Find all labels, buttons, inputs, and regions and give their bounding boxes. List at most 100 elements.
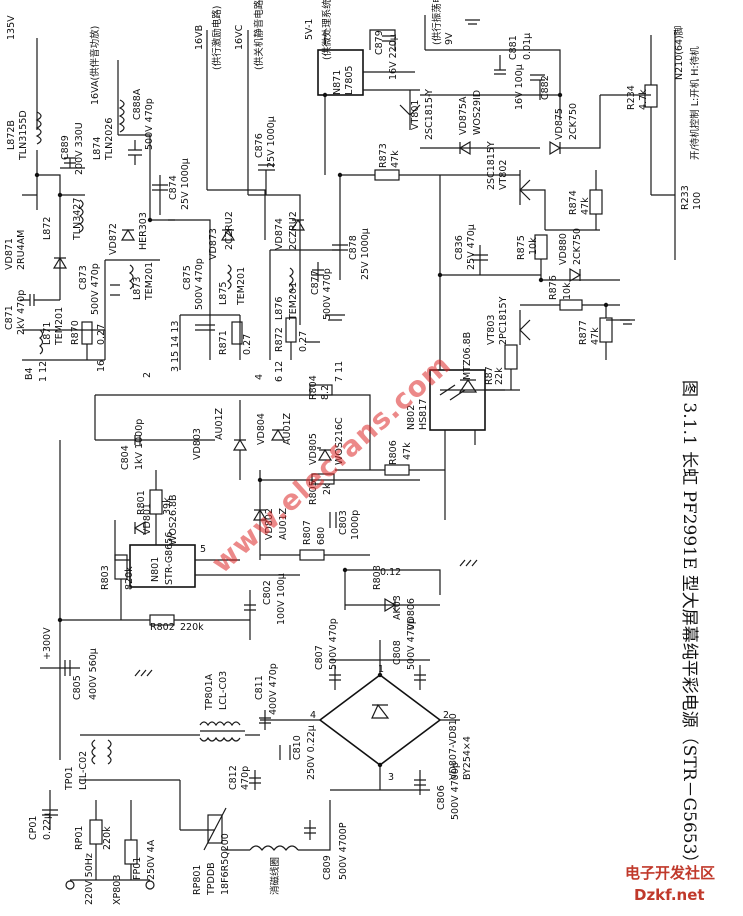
label-16va: 16VA(供伴音功放) [89, 26, 101, 105]
label-vd874: VD874 [274, 218, 285, 250]
label-c805: C805 [72, 675, 83, 700]
label-c811: C811 [254, 675, 265, 700]
label-r876: R876 [548, 275, 559, 300]
label-vd801-type: WOS26.8B [168, 494, 179, 545]
label-r233-val: 100 [692, 192, 703, 210]
label-vd880-type: 2CK750 [572, 228, 583, 265]
label-vd871-type: 2RU4AM [16, 230, 27, 270]
label-vd880: VD880 [558, 233, 569, 265]
label-r801-val: 39k [162, 497, 173, 515]
label-vd806: VD806 [406, 598, 417, 630]
label-c805-val: 400V 560μ [88, 648, 99, 700]
label-c874-val: 25V 1000μ [180, 158, 191, 210]
component-labels: 135V L872B TLN3155D C889 200V 330U L872 … [4, 0, 703, 905]
label-r808-val: 0.12 [380, 567, 401, 578]
label-vd806-type: AK03 [392, 595, 403, 620]
label-vd873: VD873 [208, 228, 219, 260]
label-c878: C878 [348, 235, 359, 260]
label-vd804-type: AU01Z [282, 412, 293, 445]
controller-n801-box [129, 544, 196, 588]
label-16vb: 16VB [194, 25, 205, 50]
label-c803: C803 [338, 510, 349, 535]
label-9v-note: (供行振荡电路) [431, 0, 443, 45]
label-c874: C874 [168, 175, 179, 200]
label-r873: R873 [378, 143, 389, 168]
label-n871: N871 [332, 70, 343, 95]
label-16vb-note: (供行激励电路) [211, 6, 223, 70]
label-tp801a: TP801A [204, 673, 215, 711]
label-r803: R803 [100, 565, 111, 590]
label-c871: C871 [4, 305, 15, 330]
label-n210-note: 开/待机控制 L:开机 H:待机 [689, 46, 701, 160]
label-16vc: 16VC [234, 24, 245, 50]
label-c812-val: 470p [240, 766, 251, 790]
label-r802: R802 [150, 622, 175, 633]
label-vt802: VT802 [498, 160, 509, 190]
label-c836: C836 [454, 235, 465, 260]
label-rp801-type: TPDDB [206, 862, 217, 896]
label-pin4: 4 [254, 374, 265, 380]
label-c876: C876 [254, 133, 265, 158]
label-n801-type: STR-G8656 [164, 532, 175, 585]
label-r806: R806 [388, 440, 399, 465]
label-r870-val: 0.27 [96, 324, 107, 345]
label-r874-val: 47k [580, 197, 591, 215]
label-rp01: RP01 [74, 826, 85, 850]
label-r807: R807 [302, 520, 313, 545]
label-rp801-model: 18F6R5Q200 [220, 833, 231, 895]
label-c873: C873 [78, 265, 89, 290]
label-c877: C877 [310, 270, 321, 295]
label-n210: N210(64)脚 [674, 26, 685, 80]
label-l876: L876 [274, 297, 285, 320]
label-vd804: VD804 [256, 413, 267, 445]
label-vd802-type: AU01Z [278, 507, 289, 540]
label-c810: C810 [292, 735, 303, 760]
label-vd801: VD801 [142, 503, 153, 535]
label-r234: R234 [626, 85, 637, 110]
label-node4: 4 [310, 710, 316, 721]
label-l873-type: TEM201 [144, 262, 155, 301]
wiring [20, 15, 676, 890]
label-ac-in: 220V 50Hz [84, 853, 95, 905]
label-r806-val: 47k [402, 442, 413, 460]
label-r803-val: 820k [124, 566, 135, 590]
label-c810-val: 250V 0.22μ [306, 725, 317, 780]
label-l876-type: TEM201 [288, 282, 299, 321]
label-vd873-type: 2CZRU2 [224, 211, 235, 250]
label-fp01-val: 250V 4A [146, 839, 157, 880]
optocoupler-n802-box [429, 369, 486, 431]
label-r871-val: 0.27 [242, 334, 253, 355]
label-c809-val: 500V 4700P [338, 822, 349, 880]
label-pin5: 5 [200, 544, 206, 555]
label-l875: L875 [218, 282, 229, 305]
label-vd807: VD807-VD810 [448, 713, 459, 780]
label-pin16: 16 [96, 360, 107, 372]
label-r878: R87 [484, 366, 495, 385]
label-rp01-val: 220k [102, 826, 113, 850]
label-r877-val: 47k [590, 327, 601, 345]
label-tp801a-type: LCL-C03 [218, 671, 229, 710]
label-r802-val: 220k [180, 622, 204, 633]
label-c809: C809 [322, 855, 333, 880]
label-cp01-val: 0.22μ [42, 813, 53, 840]
label-c876-val: 25V 1000μ [266, 116, 277, 168]
label-c802-val: 100V 100μ [276, 573, 287, 625]
label-l872b-type: TLN3155D [18, 110, 29, 161]
label-c804-val: 1kV 1000p [134, 419, 145, 470]
label-300v: +300V [42, 627, 53, 660]
figure-caption: 图 3.1.1 长虹 PF2991E 型大屏幕纯平彩电源（STR－G5653） [679, 380, 699, 872]
label-r876-val: 10k [562, 282, 573, 300]
label-b4: B4 [24, 367, 35, 380]
label-r874: R874 [568, 190, 579, 215]
label-r872-val: 0.27 [298, 331, 309, 352]
label-n871-type: L7805 [344, 66, 355, 95]
label-c889-val: 200V 330U [74, 122, 85, 175]
label-vd874-type: 2CZRU2 [288, 211, 299, 250]
brand-name: 电子开发社区 [625, 864, 716, 882]
label-vt802-type: 2SC1815Y [486, 141, 497, 190]
label-pin711: 7 11 [334, 361, 345, 382]
label-c806-val: 500V 4700p [450, 762, 461, 820]
label-c879: C879 [374, 30, 385, 55]
label-vd875a-type: WOS29ID [472, 90, 483, 135]
